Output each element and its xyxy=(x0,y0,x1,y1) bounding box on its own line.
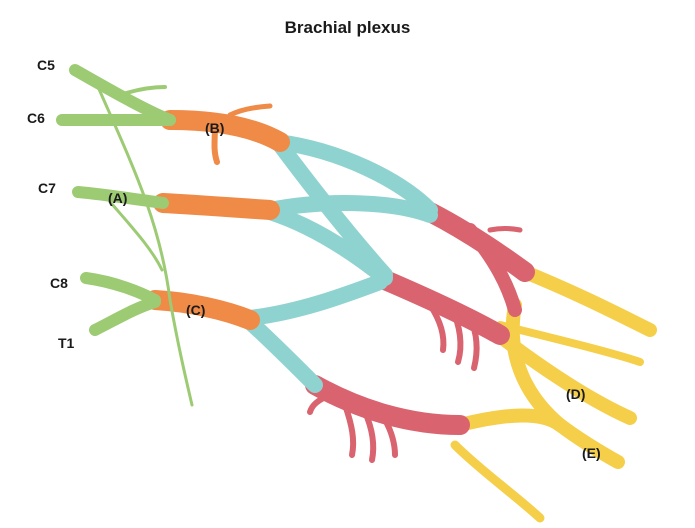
branch-lateral-upper xyxy=(513,263,657,337)
division-lower-anterior xyxy=(242,314,323,393)
marker-a: (A) xyxy=(108,190,128,206)
cord-twig-6 xyxy=(362,409,377,463)
root-c5-twig xyxy=(118,85,167,97)
marker-b: (B) xyxy=(205,120,225,136)
cord-twig-7 xyxy=(382,417,398,458)
upper-trunk-twig-2 xyxy=(227,103,273,118)
cord-twig-3 xyxy=(467,315,480,371)
cord-twig-4 xyxy=(307,392,333,415)
marker-e: (E) xyxy=(582,445,601,461)
trunks xyxy=(145,103,290,330)
division-lower-posterior xyxy=(242,274,388,326)
cord-twig-5 xyxy=(342,402,357,458)
diagram-title: Brachial plexus xyxy=(284,18,411,37)
marker-c: (C) xyxy=(186,302,206,318)
nerve-long-thoracic xyxy=(93,78,194,407)
middle-trunk xyxy=(153,193,280,220)
label-root-c8: C8 xyxy=(50,275,68,291)
cord-twig-8 xyxy=(487,226,523,233)
cords xyxy=(305,202,535,463)
upper-trunk xyxy=(160,110,290,152)
root-c7 xyxy=(72,186,169,209)
posterior-cord xyxy=(375,270,510,345)
branch-e-lower xyxy=(453,408,567,432)
label-root-c7: C7 xyxy=(38,180,56,196)
root-c8 xyxy=(80,272,161,306)
division-middle-anterior xyxy=(262,195,438,223)
division-upper-anterior xyxy=(270,134,438,218)
branch-posterior-lower xyxy=(450,440,545,523)
root-t1 xyxy=(89,296,161,336)
roots xyxy=(56,64,194,407)
lateral-cord-descent xyxy=(463,223,522,317)
cord-twig-2 xyxy=(449,307,464,365)
cord-twig-1 xyxy=(427,302,447,353)
label-root-c5: C5 xyxy=(37,57,55,73)
label-root-t1: T1 xyxy=(58,335,75,351)
marker-d: (D) xyxy=(566,386,586,402)
nerve-root-connector xyxy=(98,188,164,272)
branch-lateral-thin xyxy=(496,321,644,366)
upper-trunk-twig-1 xyxy=(211,122,220,165)
label-root-c6: C6 xyxy=(27,110,45,126)
lower-trunk xyxy=(145,290,260,330)
division-middle-posterior xyxy=(262,204,393,286)
terminal-branches xyxy=(450,263,657,523)
divisions xyxy=(242,134,438,393)
